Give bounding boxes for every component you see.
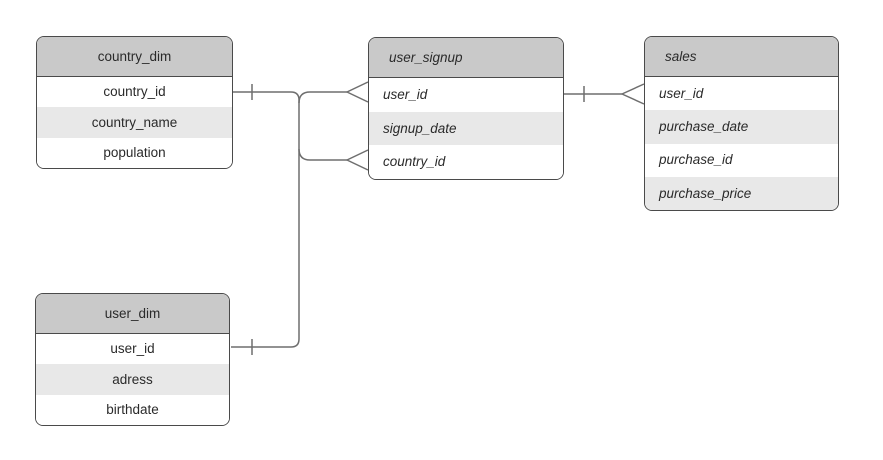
field-row-country_dim-population: population — [37, 137, 232, 168]
field-row-sales-user_id: user_id — [645, 77, 838, 111]
connector-branch-user_signup-country_id — [298, 148, 369, 171]
connector-branch-user_signup-user_id — [298, 81, 369, 104]
field-row-user_signup-signup_date: signup_date — [369, 111, 563, 146]
crows-foot-many-marker — [346, 81, 369, 103]
field-row-user_dim-birthdate: birthdate — [36, 394, 229, 425]
crows-foot-many-marker — [621, 83, 645, 105]
field-row-country_dim-country_id: country_id — [37, 77, 232, 108]
field-row-user_dim-user_id: user_id — [36, 334, 229, 365]
field-row-user_signup-country_id: country_id — [369, 145, 563, 179]
connector-line — [298, 148, 347, 161]
field-row-sales-purchase_id: purchase_id — [645, 143, 838, 177]
table-header-user_dim: user_dim — [36, 294, 229, 334]
table-header-sales: sales — [645, 37, 838, 77]
crows-foot-many-marker — [346, 149, 369, 171]
field-row-sales-purchase_price: purchase_price — [645, 176, 838, 210]
field-row-user_dim-adress: adress — [36, 364, 229, 395]
table-header-country_dim: country_dim — [37, 37, 232, 77]
table-header-user_signup: user_signup — [369, 38, 563, 78]
field-row-sales-purchase_date: purchase_date — [645, 110, 838, 144]
connector-line — [231, 91, 300, 348]
field-row-user_signup-user_id: user_id — [369, 78, 563, 112]
connector-rail-country_dim-user_dim — [231, 84, 300, 355]
connector-line — [298, 91, 347, 104]
field-row-country_dim-country_name: country_name — [37, 107, 232, 138]
connector-user_signup-sales — [564, 83, 645, 105]
